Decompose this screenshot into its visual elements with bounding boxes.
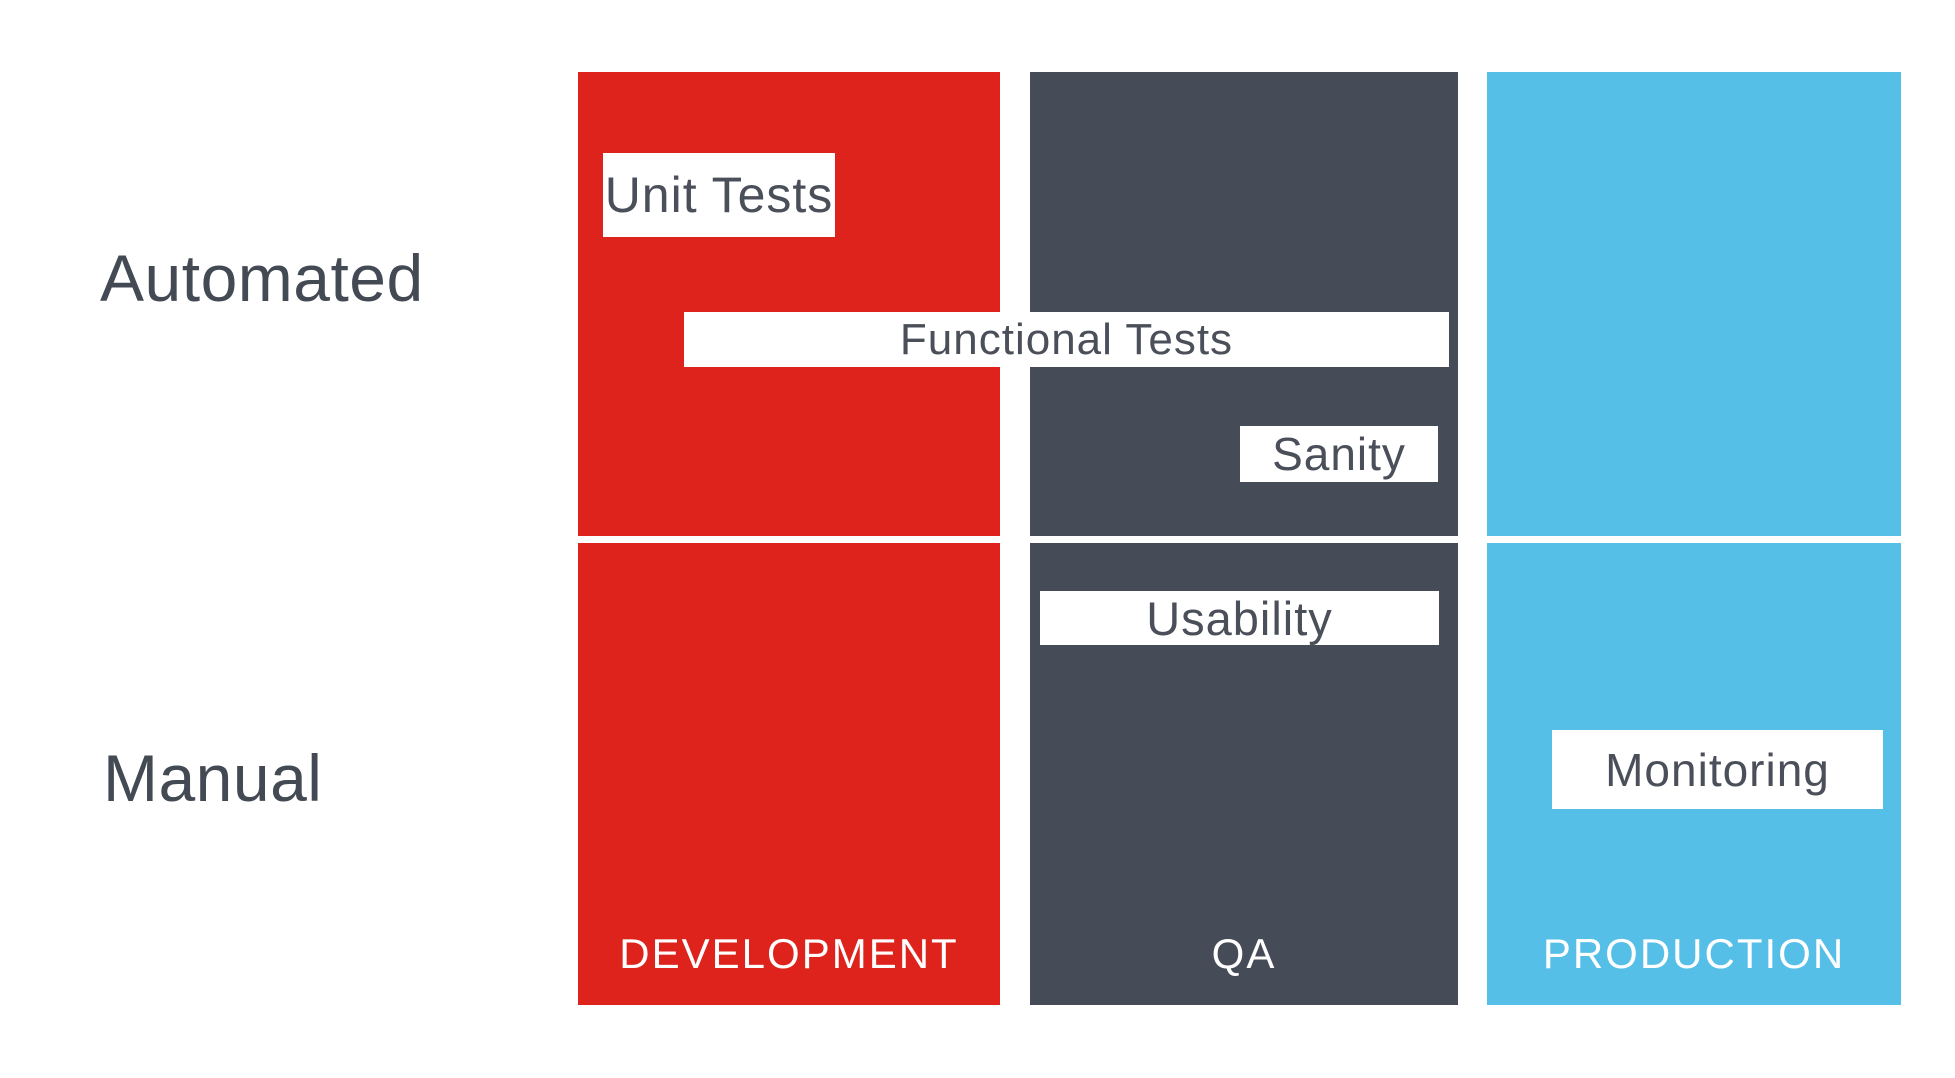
usability-label: Usability [1040, 591, 1439, 645]
development-automated-block [578, 72, 1000, 536]
column-title-development: DEVELOPMENT [619, 930, 959, 977]
column-title-production: PRODUCTION [1542, 930, 1846, 977]
sanity-label: Sanity [1240, 426, 1438, 482]
column-title-qa: QA [1211, 930, 1277, 977]
row-label-manual: Manual [103, 741, 323, 815]
production-automated-block [1487, 72, 1901, 536]
row-label-automated: Automated [100, 241, 424, 315]
functional-tests-label: Functional Tests [684, 312, 1449, 367]
development-manual-block: DEVELOPMENT [578, 543, 1000, 1005]
unit-tests-label: Unit Tests [603, 153, 835, 237]
monitoring-label: Monitoring [1552, 730, 1883, 809]
